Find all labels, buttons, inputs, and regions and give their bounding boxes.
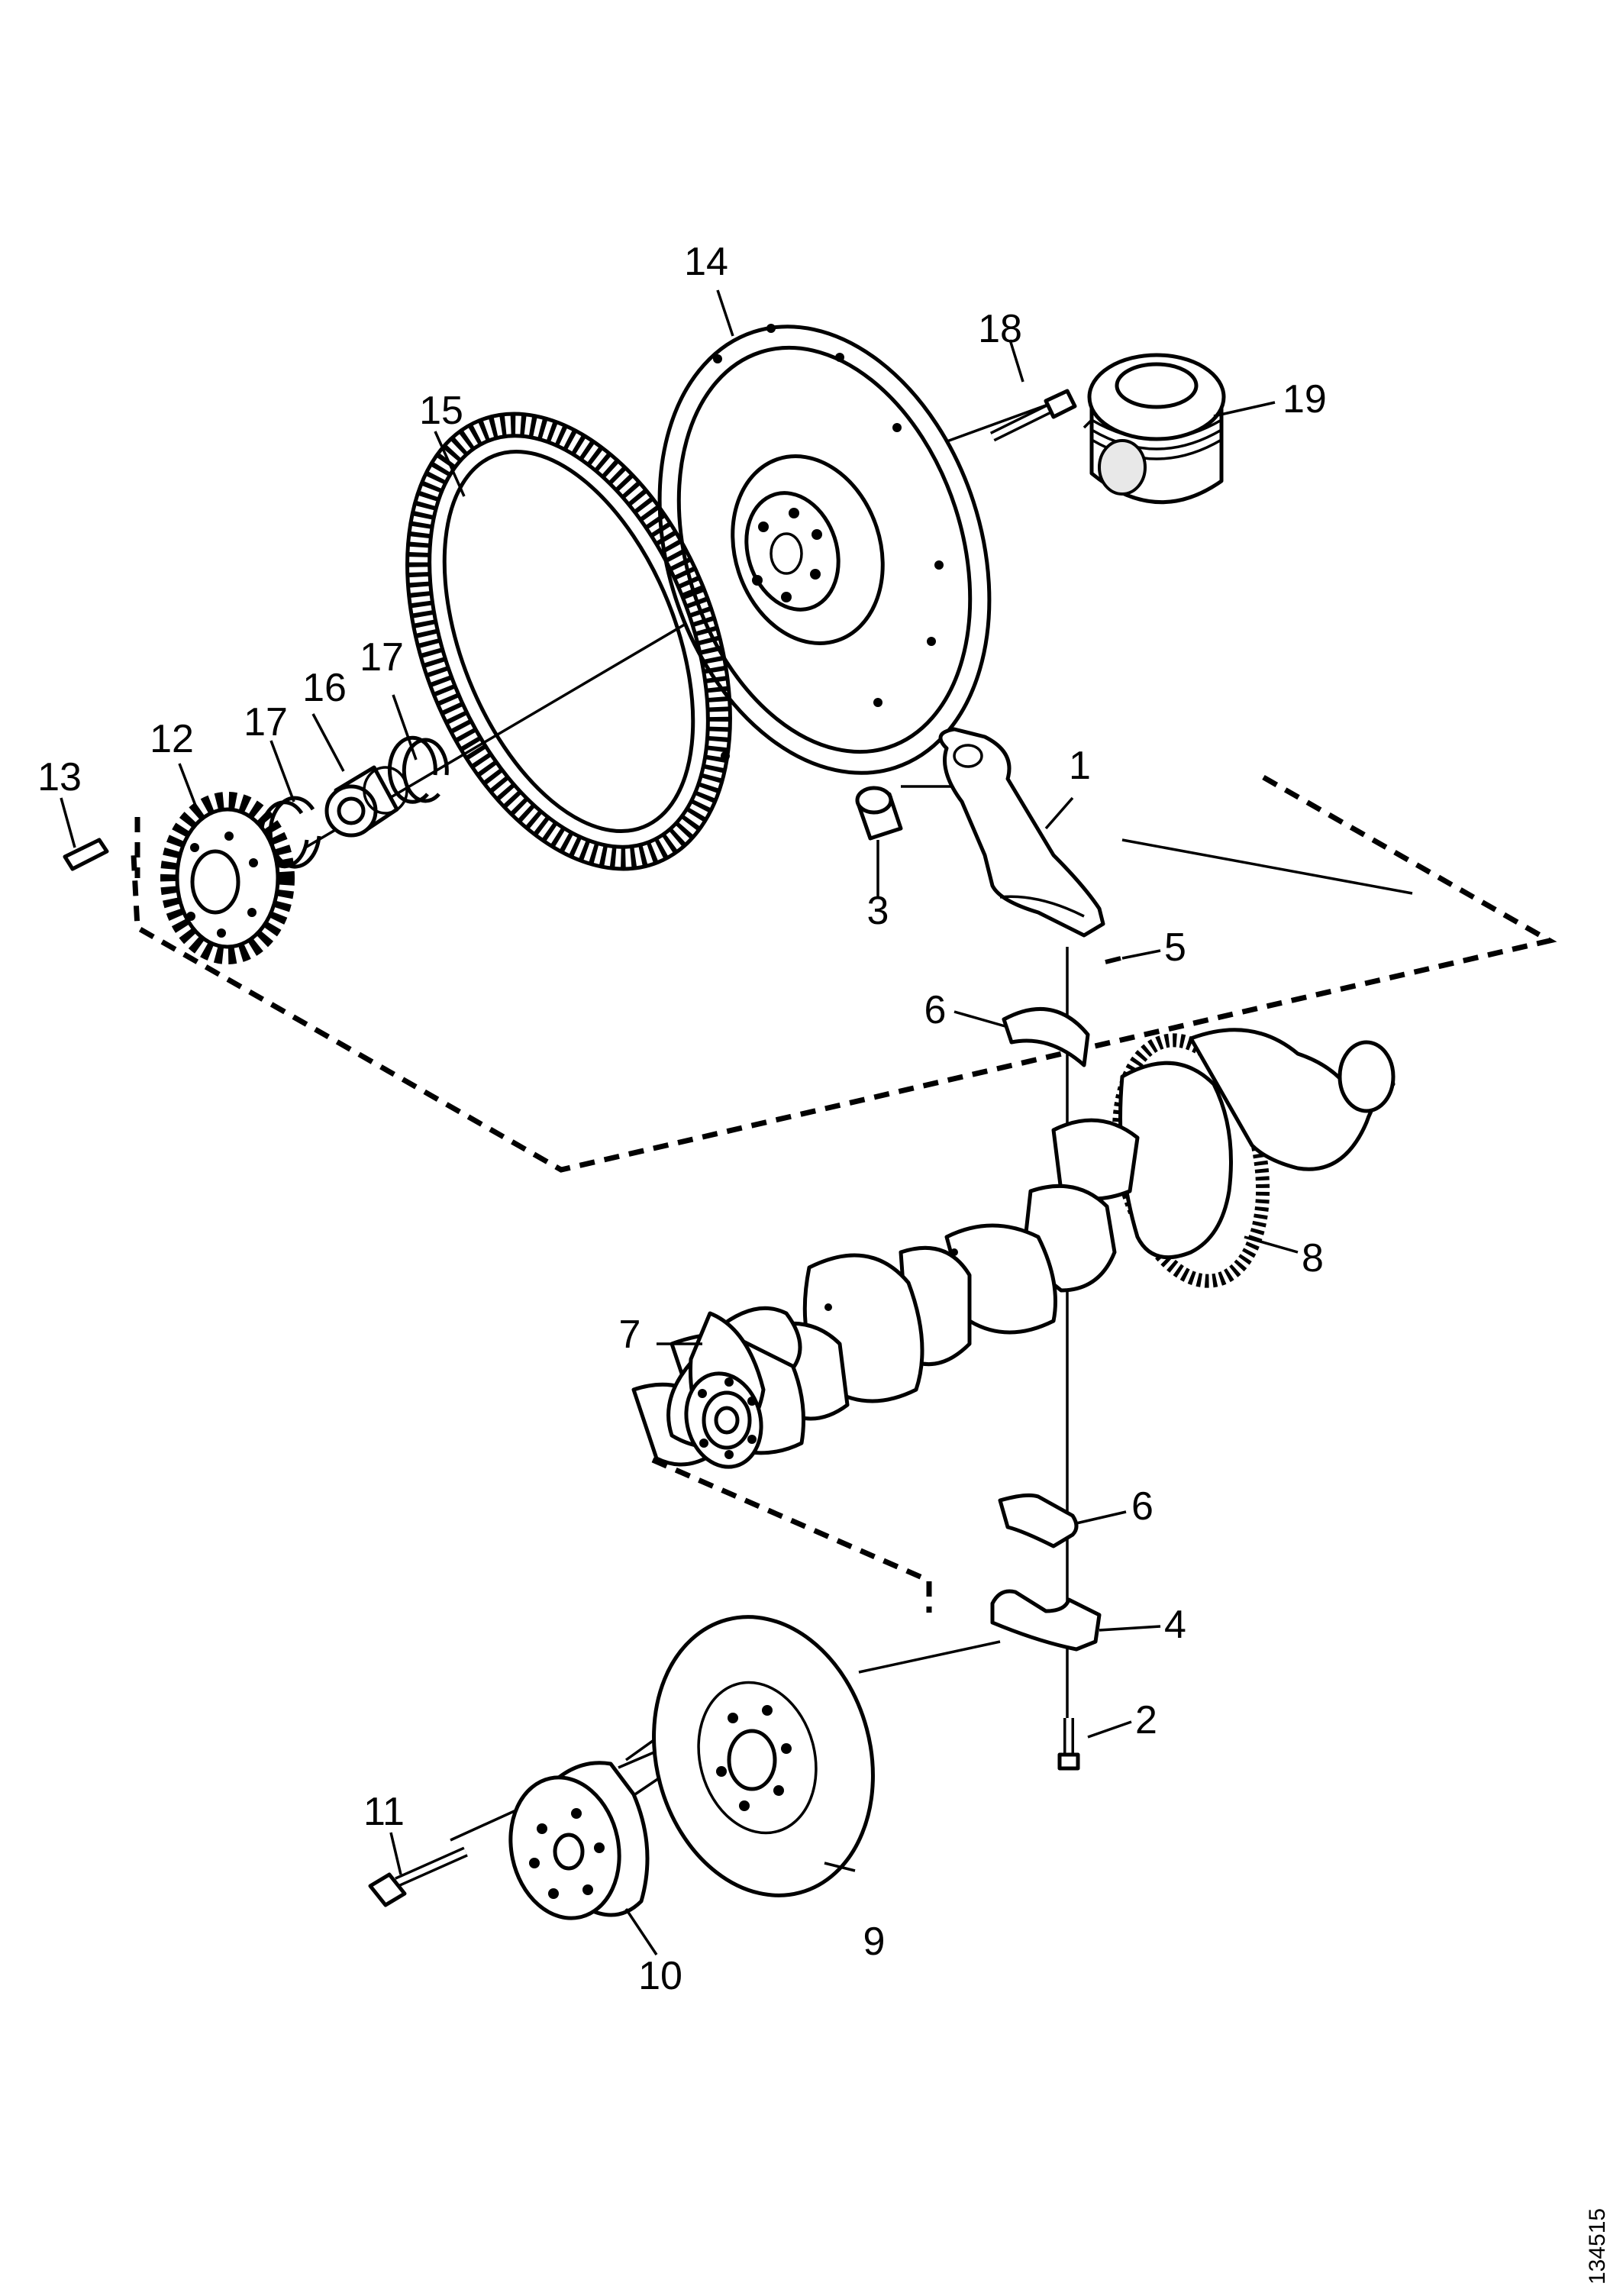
callout-7: 7 [619, 1313, 641, 1357]
callout-4: 4 [1164, 1603, 1186, 1647]
callout-9: 9 [863, 1920, 886, 1964]
callout-5: 5 [1164, 925, 1186, 970]
callout-3: 3 [867, 889, 889, 933]
flywheel-bolt [989, 389, 1077, 442]
bearing-shell-upper [1002, 1006, 1090, 1067]
bearing [324, 765, 408, 838]
drawing-number: 134515 [1585, 2208, 1610, 2285]
assembly-dash-line-bottom [651, 1457, 932, 1613]
small-end-bush [855, 786, 903, 841]
pulley-bolt [368, 1846, 468, 1907]
callout-leaders [60, 289, 1299, 1955]
callout-15: 15 [419, 389, 463, 433]
callout-16: 16 [302, 666, 347, 710]
connecting-rod [938, 727, 1105, 938]
callout-1: 1 [1069, 744, 1091, 788]
callout-labels: 1 2 3 4 5 6 6 7 8 9 10 11 12 13 14 15 16… [37, 240, 1327, 1998]
dowel-pin [63, 838, 109, 871]
assembly-dash-line-top [131, 774, 1557, 1173]
callout-14: 14 [684, 240, 728, 284]
callout-2: 2 [1135, 1698, 1157, 1742]
cap-bolt [1057, 1718, 1080, 1771]
bearing-shell-lower [998, 1493, 1079, 1548]
crankshaft [631, 1028, 1396, 1469]
callout-8: 8 [1302, 1236, 1324, 1280]
flywheel [657, 324, 992, 775]
vibration-damper [652, 1615, 875, 1897]
ring-gear [405, 412, 732, 871]
pulley [508, 1761, 650, 1920]
callout-13: 13 [37, 755, 82, 799]
circlip-right [387, 735, 449, 804]
small-pin [1105, 956, 1121, 964]
piston [1087, 353, 1226, 505]
crank-gear [160, 792, 295, 964]
callout-17-right: 17 [360, 635, 404, 680]
callout-11: 11 [363, 1790, 405, 1834]
callout-6-upper: 6 [924, 988, 947, 1032]
callout-10: 10 [638, 1954, 682, 1998]
callout-6-lower: 6 [1131, 1484, 1154, 1529]
callout-12: 12 [150, 717, 194, 761]
callout-17-left: 17 [244, 700, 288, 744]
callout-18: 18 [978, 307, 1022, 351]
callout-19: 19 [1283, 377, 1327, 421]
bearing-cap [990, 1589, 1102, 1652]
